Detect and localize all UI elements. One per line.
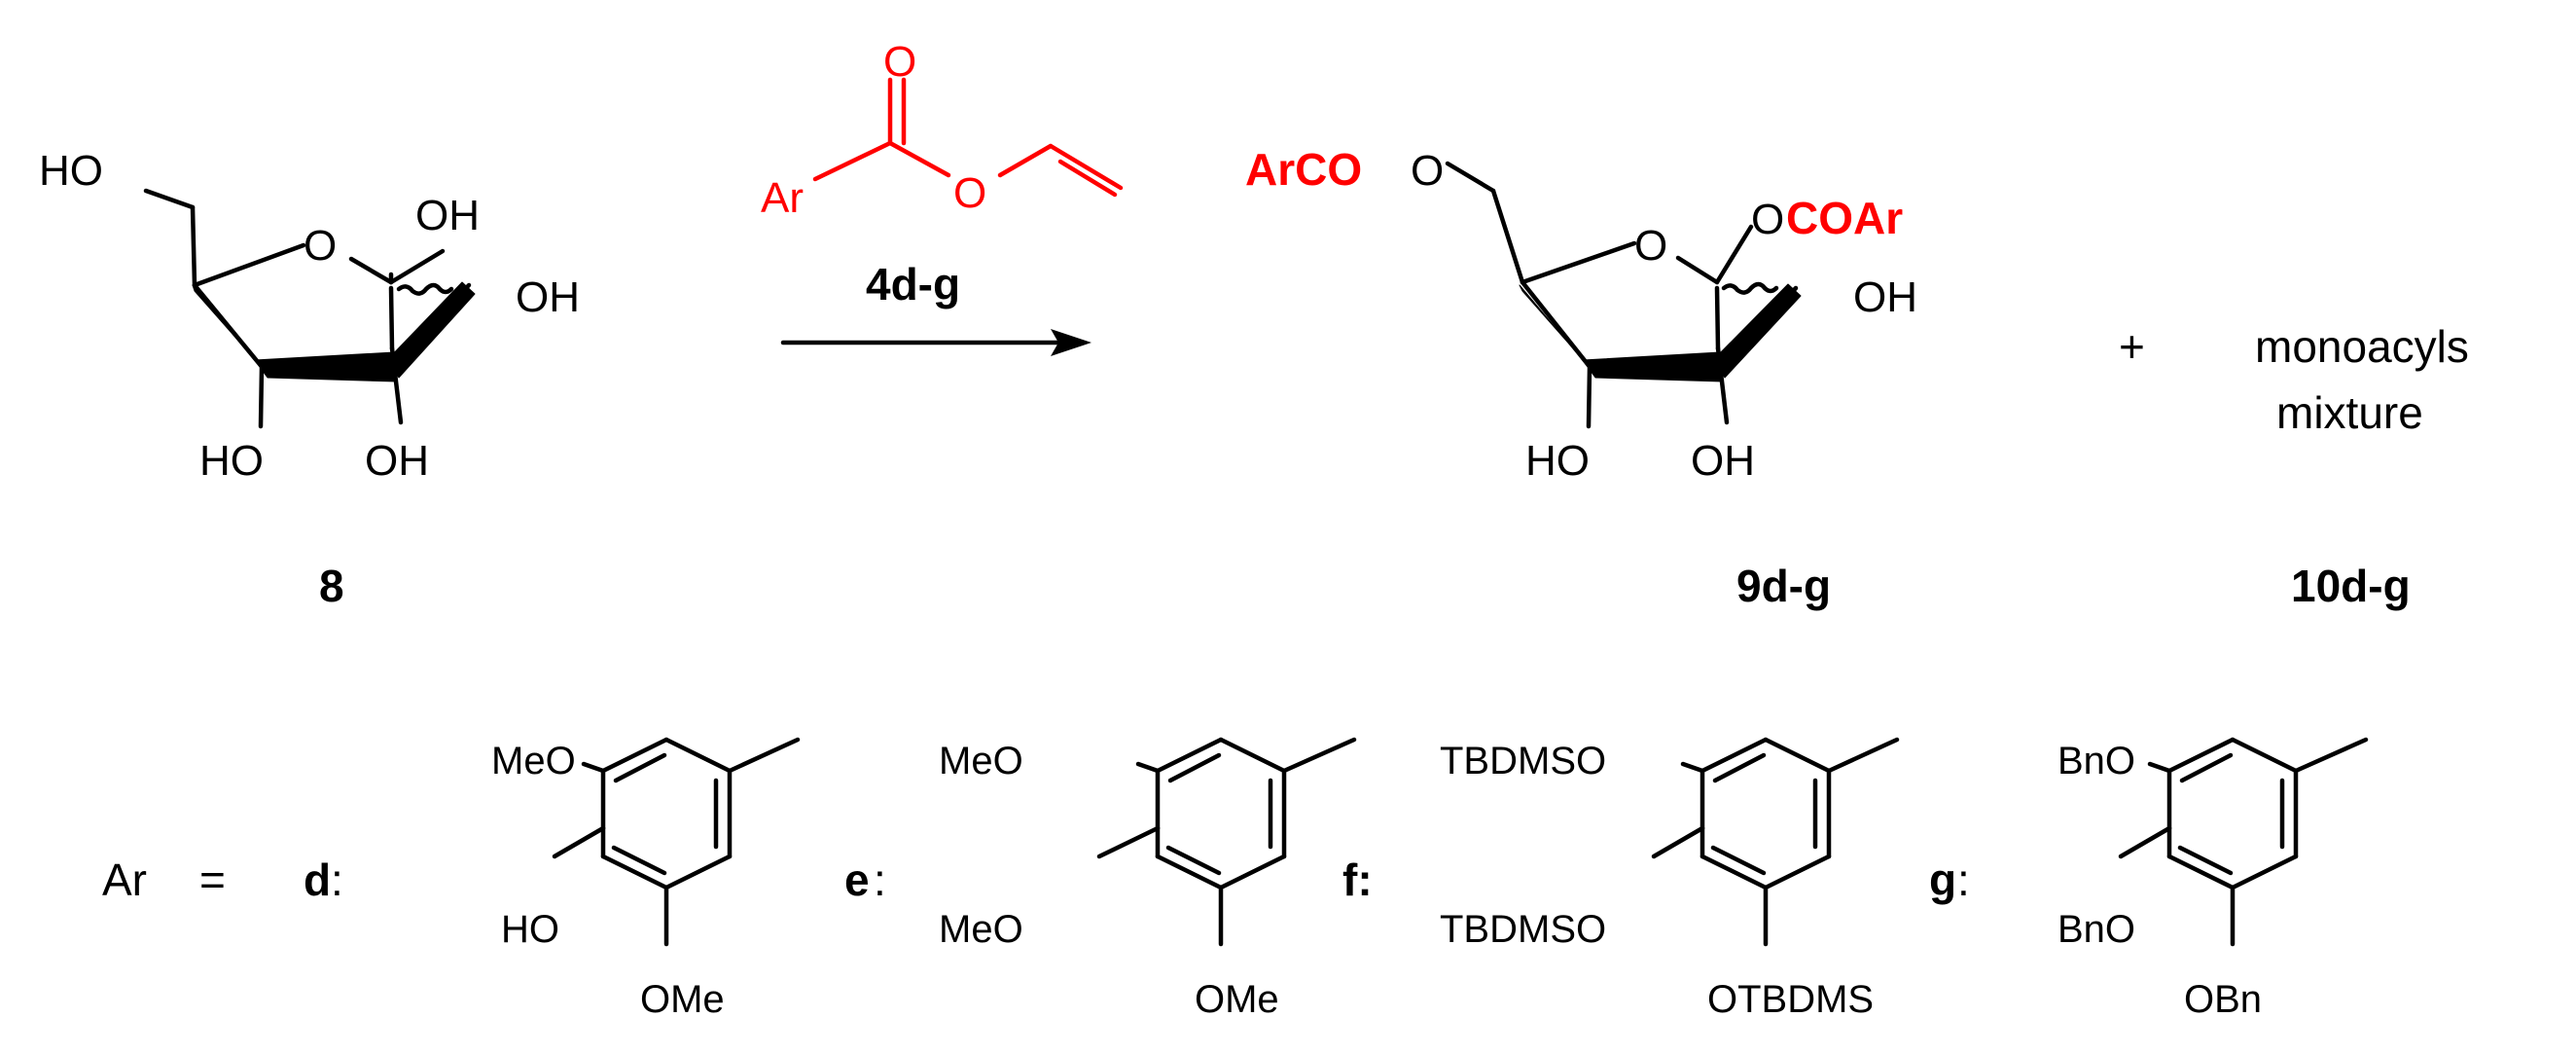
ar-option-d-bottom-label: OMe <box>640 978 725 1021</box>
reaction-arrow <box>780 329 1091 356</box>
reactant-oh-c3-label: OH <box>365 437 429 485</box>
product-arco-label: ArCO <box>1245 144 1362 195</box>
ar-option-f-bottom-label: OTBDMS <box>1707 978 1874 1021</box>
plus-sign: + <box>2119 321 2145 372</box>
product-o-ch2-label: O <box>1411 147 1444 195</box>
ar-option-d-mid-label: HO <box>501 908 559 951</box>
ar-prefix-label: Ar <box>102 854 147 905</box>
ar-option-e-colon: : <box>874 854 886 905</box>
compound-number-8: 8 <box>319 561 344 611</box>
ar-option-g-bottom-label: OBn <box>2184 978 2262 1021</box>
reactant-oh-c2-label: OH <box>516 273 580 321</box>
ar-option-g-mid-label: BnO <box>2057 908 2135 951</box>
product-9d-g: ArCO O O O COAr OH HO OH 9d-g <box>1245 144 1917 611</box>
ar-option-d-colon: : <box>331 854 343 905</box>
monoacyls-label: monoacyls <box>2255 321 2469 372</box>
compound-number-4d-g: 4d-g <box>866 259 960 309</box>
reagent-4d-g: Ar O O 4d-g <box>761 38 1124 309</box>
ar-option-e: e : MeO MeO OMe <box>844 737 1357 1021</box>
ar-option-f-top-label: TBDMSO <box>1440 740 1606 782</box>
ar-option-d-letter: d <box>304 854 331 905</box>
ar-option-f-letter: f: <box>1342 854 1373 905</box>
reactant-ring-o-label: O <box>304 222 337 270</box>
side-product-10d-g: + monoacyls mixture 10d-g <box>2119 321 2469 611</box>
compound-number-9d-g: 9d-g <box>1736 561 1831 611</box>
product-o-anomeric-label: O <box>1751 196 1784 243</box>
ar-option-g-colon: : <box>1957 854 1970 905</box>
product-ho-c4-label: HO <box>1525 437 1590 485</box>
ar-equals-label: = <box>199 854 226 905</box>
product-coar-label: COAr <box>1786 193 1903 243</box>
compound-number-10d-g: 10d-g <box>2291 561 2411 611</box>
reactant-ho-ch2-label: HO <box>39 147 103 195</box>
ar-option-f: f: TBDMSO TBDMSO OTBDMS <box>1342 737 1900 1021</box>
reactant-8: HO O OH OH HO OH 8 <box>39 147 580 611</box>
ar-option-e-top-label: MeO <box>939 740 1023 782</box>
reagent-ester-o-label: O <box>953 169 986 217</box>
ar-option-e-letter: e <box>844 854 870 905</box>
reagent-carbonyl-o-label: O <box>883 38 916 86</box>
ar-option-g-top-label: BnO <box>2057 740 2135 782</box>
ar-option-e-bottom-label: OMe <box>1195 978 1279 1021</box>
ar-option-f-mid-label: TBDMSO <box>1440 908 1606 951</box>
ar-option-d-top-label: MeO <box>491 740 576 782</box>
reactant-ho-c4-label: HO <box>199 437 264 485</box>
ar-option-g: g : BnO BnO OBn <box>1929 737 2369 1021</box>
product-oh-c3-label: OH <box>1691 437 1755 485</box>
reagent-ar-label: Ar <box>761 174 804 222</box>
reactant-oh-anomeric-label: OH <box>415 192 480 239</box>
ar-legend: Ar = d : MeO HO OMe e : <box>102 737 2369 1021</box>
product-oh-c2-label: OH <box>1853 273 1917 321</box>
ar-option-d: d : MeO HO OMe <box>304 737 801 1021</box>
product-ring-o-label: O <box>1634 222 1667 270</box>
ar-option-e-mid-label: MeO <box>939 908 1023 951</box>
mixture-label: mixture <box>2276 387 2423 438</box>
ar-option-g-letter: g <box>1929 854 1956 905</box>
